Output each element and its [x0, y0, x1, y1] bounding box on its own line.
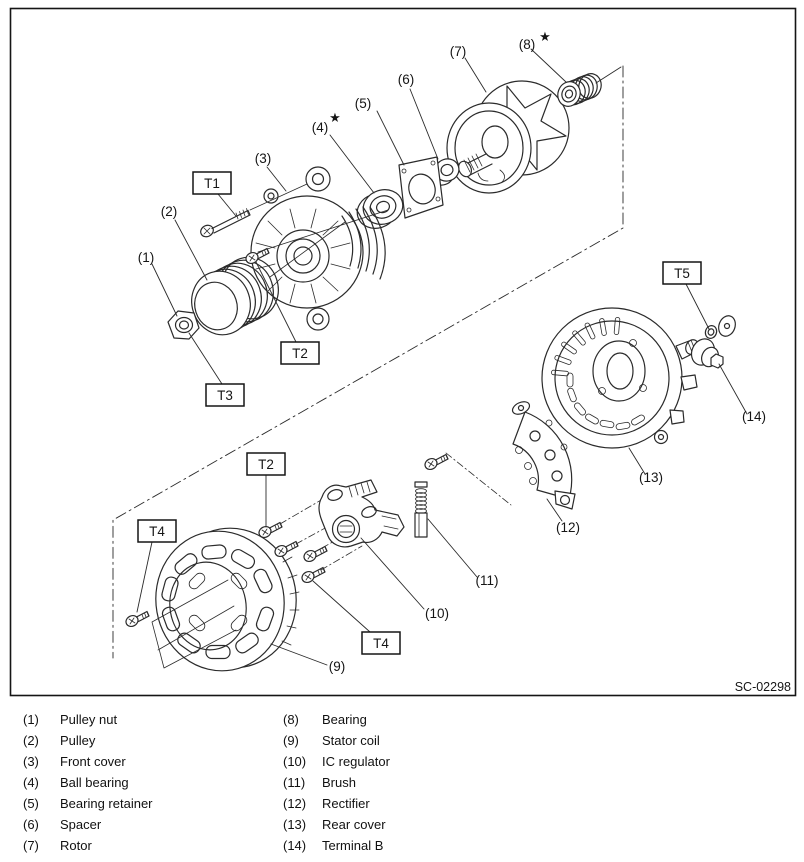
legend-label: Ball bearing: [60, 775, 129, 790]
legend-num: (6): [23, 817, 39, 832]
callout-6: (6): [398, 72, 415, 87]
legend-num: (13): [283, 817, 307, 832]
callout-8: (8): [519, 37, 536, 52]
rear-cover-drawing: [541, 307, 698, 449]
legend-item: (2) Pulley: [23, 730, 153, 751]
t4-lower-label-box: [361, 631, 401, 655]
legend-column-left: (1) Pulley nut (2) Pulley (3) Front cover (…: [23, 709, 153, 856]
legend-label: Spacer: [60, 817, 102, 832]
legend-item: (1) Pulley nut: [23, 709, 153, 730]
legend-num: (7): [23, 838, 39, 853]
t4-left-label: T4: [149, 524, 165, 539]
bearing-retainer-drawing: [398, 156, 444, 219]
legend-item: (14) Terminal B: [283, 835, 390, 856]
callout-4: (4): [312, 120, 329, 135]
legend-label: Terminal B: [322, 838, 384, 853]
pulley-drawing: [191, 256, 279, 336]
legend-item: (3) Front cover: [23, 751, 153, 772]
t5-label: T5: [674, 266, 690, 281]
callout-11: (11): [475, 573, 498, 588]
legend-label: Bearing retainer: [60, 796, 153, 811]
legend-label: Stator coil: [322, 733, 380, 748]
legend-num: (4): [23, 775, 39, 790]
legend-item: (13) Rear cover: [283, 814, 390, 835]
callout-5: (5): [355, 96, 372, 111]
legend-num: (14): [283, 838, 307, 853]
legend-num: (1): [23, 712, 39, 727]
leader-lines: [136, 48, 748, 666]
legend-item: (11) Brush: [283, 772, 390, 793]
legend-item: (8) Bearing: [283, 709, 390, 730]
legend-label: Rectifier: [322, 796, 370, 811]
legend-label: Brush: [322, 775, 356, 790]
legend-item: (10) IC regulator: [283, 751, 390, 772]
callout-10: (10): [425, 606, 449, 621]
legend-item: (7) Rotor: [23, 835, 153, 856]
part-callouts: (1) (2) (3) (4) ★ (5) (6) (7) (8) ★ (9) …: [138, 30, 766, 674]
t3-label: T3: [217, 388, 233, 403]
t2-screw-upper-drawing: [245, 247, 270, 265]
legend-num: (10): [283, 754, 307, 769]
t2-upper-label: T2: [292, 346, 308, 361]
terminal-b-drawing: [685, 315, 736, 369]
stator-coil-drawing: [151, 527, 300, 672]
legend-item: (6) Spacer: [23, 814, 153, 835]
t3-label-box: [205, 383, 245, 407]
t2-upper-label-box: [280, 341, 320, 365]
figure-code: SC-02298: [735, 680, 791, 694]
brush-drawing: [414, 481, 428, 538]
legend-label: IC regulator: [322, 754, 390, 769]
t4-left-label-box: [137, 519, 177, 543]
pulley-nut-drawing: [167, 310, 200, 340]
t2-lower-label: T2: [258, 457, 274, 472]
callout-9: (9): [329, 659, 346, 674]
rear-bearing-drawing: [557, 73, 602, 107]
callout-8-star: ★: [539, 30, 551, 45]
t1-label: T1: [204, 176, 220, 191]
spacer-drawing: [429, 158, 460, 186]
legend-num: (2): [23, 733, 39, 748]
callout-3: (3): [255, 151, 272, 166]
t4-lower-label: T4: [373, 636, 389, 651]
t5-label-box: [662, 261, 702, 285]
callout-7: (7): [450, 44, 467, 59]
legend-column-right: (8) Bearing (9) Stator coil (10) IC regulat…: [283, 709, 390, 856]
legend-label: Bearing: [322, 712, 367, 727]
rotor-drawing: [446, 80, 570, 194]
callout-1: (1): [138, 250, 155, 265]
legend-item: (4) Ball bearing: [23, 772, 153, 793]
ic-regulator-drawing: [318, 479, 405, 548]
legend-label: Pulley: [60, 733, 96, 748]
legend-num: (11): [283, 775, 306, 790]
figure-frame: [9, 7, 797, 697]
legend-label: Rear cover: [322, 817, 386, 832]
legend-num: (8): [283, 712, 299, 727]
callout-14: (14): [742, 409, 766, 424]
legend-num: (3): [23, 754, 39, 769]
t1-label-box: [192, 171, 232, 195]
exploded-view-figure: T1 T2 T3 T2 T4 T4 T5 (1) (2) (3) (4) ★ (…: [9, 7, 797, 697]
legend-label: Pulley nut: [60, 712, 118, 727]
t1-bolt-drawing: [200, 183, 308, 238]
legend-num: (12): [283, 796, 307, 811]
callout-2: (2): [161, 204, 178, 219]
torque-labels: T1 T2 T3 T2 T4 T4 T5: [137, 171, 702, 655]
ball-bearing-drawing: [356, 189, 404, 229]
legend-label: Rotor: [60, 838, 92, 853]
callout-13: (13): [639, 470, 663, 485]
legend-item: (12) Rectifier: [283, 793, 390, 814]
front-cover-drawing: [250, 166, 389, 331]
rectifier-drawing: [511, 401, 576, 510]
callout-12: (12): [556, 520, 580, 535]
legend-label: Front cover: [60, 754, 126, 769]
callout-4-star: ★: [329, 111, 341, 126]
t2-lower-label-box: [246, 452, 286, 476]
legend-num: (5): [23, 796, 39, 811]
mount-screws-drawing: [125, 453, 449, 628]
legend-item: (5) Bearing retainer: [23, 793, 153, 814]
legend-num: (9): [283, 733, 299, 748]
legend-item: (9) Stator coil: [283, 730, 390, 751]
